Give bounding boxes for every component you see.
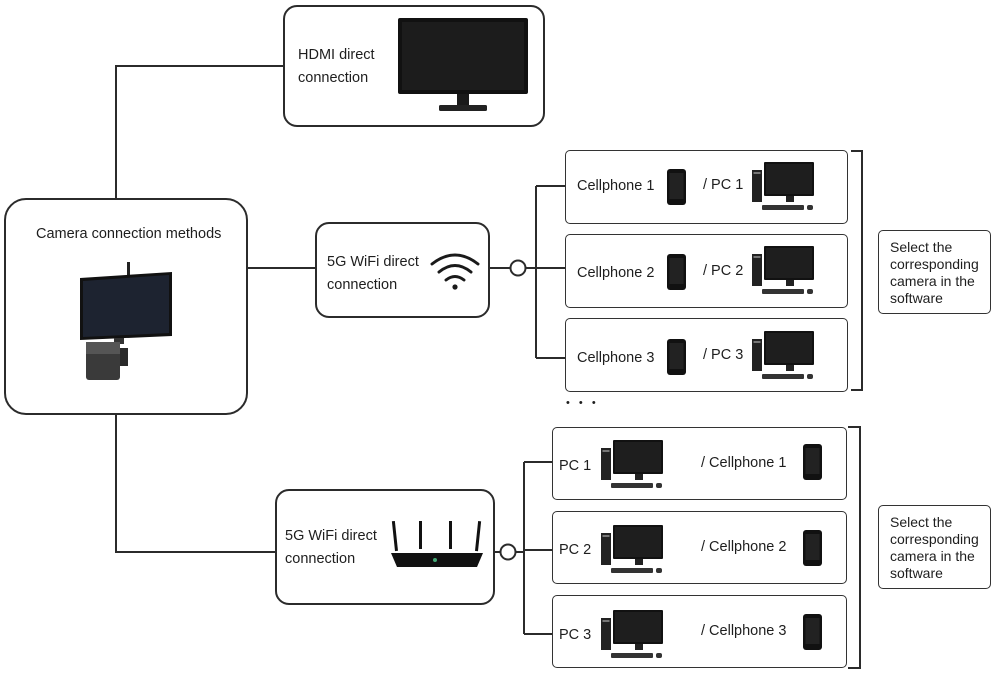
pc-label: / PC 1 <box>703 177 744 193</box>
note-line: camera in the <box>890 548 975 564</box>
pc-label: / PC 3 <box>703 347 744 363</box>
wifi-top-label-line1: 5G WiFi direct <box>327 254 419 270</box>
note-select-camera-top: Select the corresponding camera in the s… <box>878 230 991 314</box>
note-line: software <box>890 565 943 581</box>
note-line: corresponding <box>890 256 979 272</box>
desktop-pc-icon <box>752 162 814 210</box>
note-line: software <box>890 290 943 306</box>
pc-label: PC 1 <box>559 458 592 474</box>
more-devices-ellipsis: • • • <box>566 397 599 409</box>
device-row-top-2: Cellphone 2 / PC 2 <box>565 234 848 308</box>
note-line: Select the <box>890 239 953 255</box>
cellphone-label: Cellphone 1 <box>577 178 655 194</box>
cellphone-icon <box>667 169 686 205</box>
wifi-bottom-label-line2: connection <box>285 551 356 567</box>
desktop-pc-icon <box>752 246 814 294</box>
hdmi-label-line1: HDMI direct <box>298 47 375 63</box>
hub-node-bottom <box>499 543 517 561</box>
hdmi-connection-box: HDMI direct connection <box>283 5 545 127</box>
cellphone-label: Cellphone 2 <box>577 265 655 281</box>
pc-label: / PC 2 <box>703 263 744 279</box>
cellphone-icon <box>803 614 822 650</box>
cellphone-icon <box>667 254 686 290</box>
cellphone-icon <box>667 339 686 375</box>
note-select-camera-bottom: Select the corresponding camera in the s… <box>878 505 991 589</box>
cellphone-label: / Cellphone 1 <box>701 455 787 471</box>
desktop-pc-icon <box>752 331 814 379</box>
monitor-icon <box>398 18 528 111</box>
cellphone-label: / Cellphone 3 <box>701 623 787 639</box>
router-icon <box>391 521 483 567</box>
cellphone-icon <box>803 530 822 566</box>
pc-label: PC 2 <box>559 542 592 558</box>
note-line: corresponding <box>890 531 979 547</box>
note-line: Select the <box>890 514 953 530</box>
pc-label: PC 3 <box>559 627 592 643</box>
desktop-pc-icon <box>601 525 663 573</box>
hub-node-top <box>509 259 527 277</box>
wifi-connection-box-top: 5G WiFi direct connection <box>315 222 490 318</box>
device-row-bottom-3: PC 3 / Cellphone 3 <box>552 595 847 668</box>
camera-connection-box: Camera connection methods <box>4 198 248 415</box>
device-row-bottom-2: PC 2 / Cellphone 2 <box>552 511 847 584</box>
device-row-bottom-1: PC 1 / Cellphone 1 <box>552 427 847 500</box>
device-row-top-1: Cellphone 1 / PC 1 <box>565 150 848 224</box>
cellphone-label: Cellphone 3 <box>577 350 655 366</box>
note-line: camera in the <box>890 273 975 289</box>
hdmi-label-line2: connection <box>298 70 369 86</box>
desktop-pc-icon <box>601 610 663 658</box>
wifi-connection-box-bottom: 5G WiFi direct connection <box>275 489 495 605</box>
wifi-bottom-label-line1: 5G WiFi direct <box>285 528 377 544</box>
device-row-top-3: Cellphone 3 / PC 3 <box>565 318 848 392</box>
cellphone-label: / Cellphone 2 <box>701 539 787 555</box>
wifi-top-label-line2: connection <box>327 277 398 293</box>
camera-with-monitor-icon <box>80 262 172 380</box>
desktop-pc-icon <box>601 440 663 488</box>
cellphone-icon <box>803 444 822 480</box>
wifi-icon <box>430 253 480 290</box>
camera-box-title: Camera connection methods <box>36 226 222 242</box>
